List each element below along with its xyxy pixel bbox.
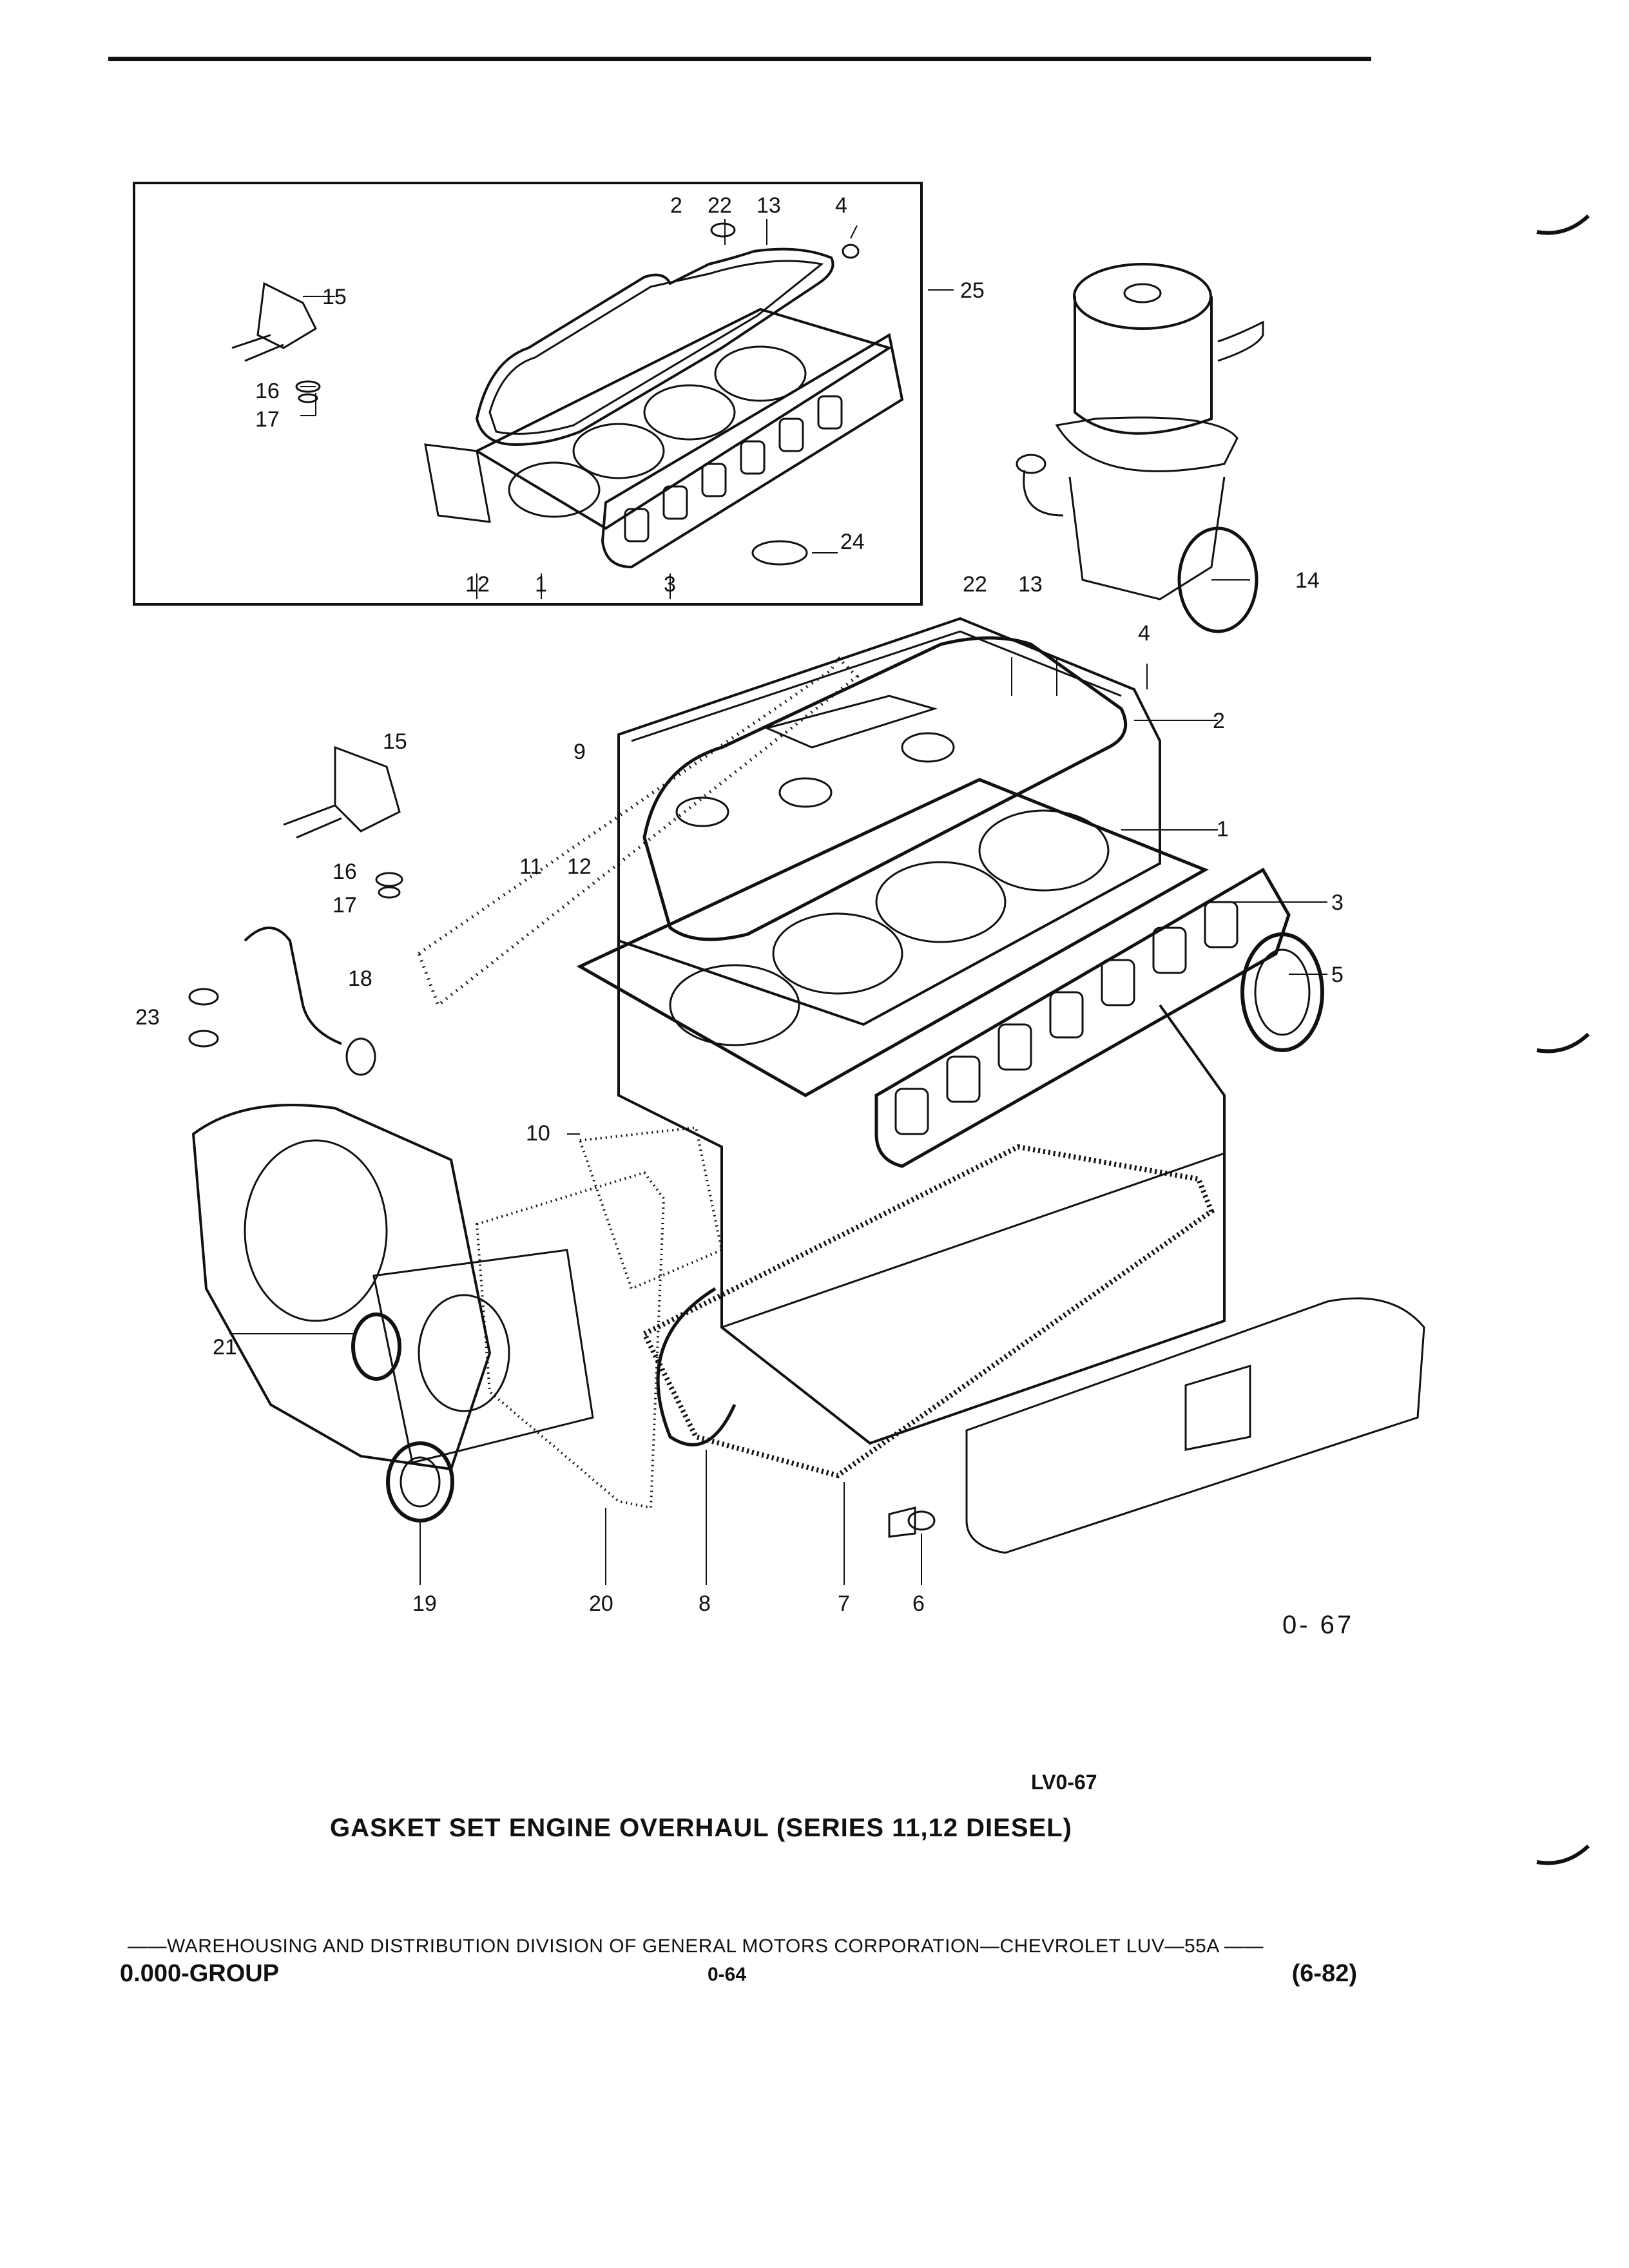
- head-gasket: [576, 778, 1209, 1097]
- callout: 9: [574, 740, 586, 764]
- manifold-gasket: [874, 867, 1291, 1168]
- callout: 25: [960, 278, 985, 303]
- division-line: ——WAREHOUSING AND DISTRIBUTION DIVISION …: [128, 1936, 1264, 1957]
- revision-date: (6-82): [1291, 1960, 1357, 1987]
- valve-cover-gasket: [416, 654, 860, 1008]
- filter-housing: [1016, 263, 1264, 633]
- figure-code: 0- 67: [1282, 1611, 1354, 1639]
- callout: 1: [535, 572, 547, 597]
- callout: 24: [840, 530, 865, 554]
- callout: 3: [664, 572, 676, 597]
- inset-head-gasket: [474, 307, 892, 530]
- callout: 2: [1213, 709, 1225, 733]
- binder-tick-mark: [1536, 214, 1590, 235]
- page-title: GASKET SET ENGINE OVERHAUL (SERIES 11,12…: [330, 1814, 1072, 1842]
- callout: 15: [383, 729, 407, 754]
- timing-gasket: [475, 1171, 666, 1510]
- callout: 11: [519, 854, 542, 879]
- binder-tick-mark: [1536, 1844, 1590, 1865]
- callout: 15: [322, 285, 347, 309]
- inset-injector: [231, 282, 321, 403]
- callout: 2: [670, 193, 682, 218]
- callout: 17: [333, 893, 357, 918]
- callout: 10: [526, 1121, 550, 1146]
- callout: 12: [465, 572, 490, 597]
- injector: [283, 745, 403, 899]
- oil-pan-gasket: [641, 1144, 1215, 1479]
- callout: 13: [757, 193, 781, 218]
- header-rule: [108, 57, 1371, 61]
- callout: 22: [963, 572, 987, 597]
- callout: 8: [699, 1591, 711, 1616]
- callout: 14: [1295, 568, 1320, 593]
- callout: 17: [255, 407, 280, 432]
- exploded-parts-diagram: 2 22 13 4 15 16 17 12 1 3 24 25 22 13 14…: [133, 182, 1425, 1616]
- callout: 4: [1138, 621, 1150, 646]
- timing-cover: [191, 1104, 594, 1471]
- inset-valve-cover-gasket: [475, 247, 834, 447]
- front-plate-gasket: [578, 1126, 724, 1291]
- callout: 6: [912, 1591, 925, 1616]
- callout: 13: [1018, 572, 1043, 597]
- page-number: 0-64: [708, 1964, 747, 1985]
- crank-seal-19: [386, 1441, 454, 1523]
- half-ring-8: [656, 1287, 737, 1446]
- group-label: 0.000-GROUP: [120, 1960, 280, 1987]
- callout: 12: [567, 854, 592, 879]
- inset-box: [133, 182, 923, 606]
- callout: 19: [412, 1591, 437, 1616]
- callout: 16: [333, 860, 357, 884]
- footer: 0.000-GROUP 0-64 (6-82): [120, 1960, 1357, 1992]
- engine-block: [617, 941, 1425, 1554]
- callout: 18: [348, 966, 372, 991]
- callout: 1: [1217, 817, 1229, 841]
- drawing-id: LV0-67: [1031, 1771, 1097, 1794]
- callout: 20: [589, 1591, 613, 1616]
- callout: 21: [213, 1335, 237, 1360]
- inset-manifold-gasket: [601, 332, 904, 569]
- callout: 3: [1331, 890, 1344, 915]
- callout: 23: [135, 1005, 160, 1030]
- binder-tick-mark: [1536, 1032, 1590, 1053]
- callout: 16: [255, 379, 280, 403]
- oil-seal-21: [351, 1312, 401, 1381]
- cylinder-head: [617, 617, 1161, 1026]
- callout: 22: [708, 193, 732, 218]
- callout: 4: [835, 193, 847, 218]
- callout: 7: [838, 1591, 850, 1616]
- callout: 5: [1331, 963, 1344, 987]
- rear-oil-seal: [1240, 932, 1324, 1052]
